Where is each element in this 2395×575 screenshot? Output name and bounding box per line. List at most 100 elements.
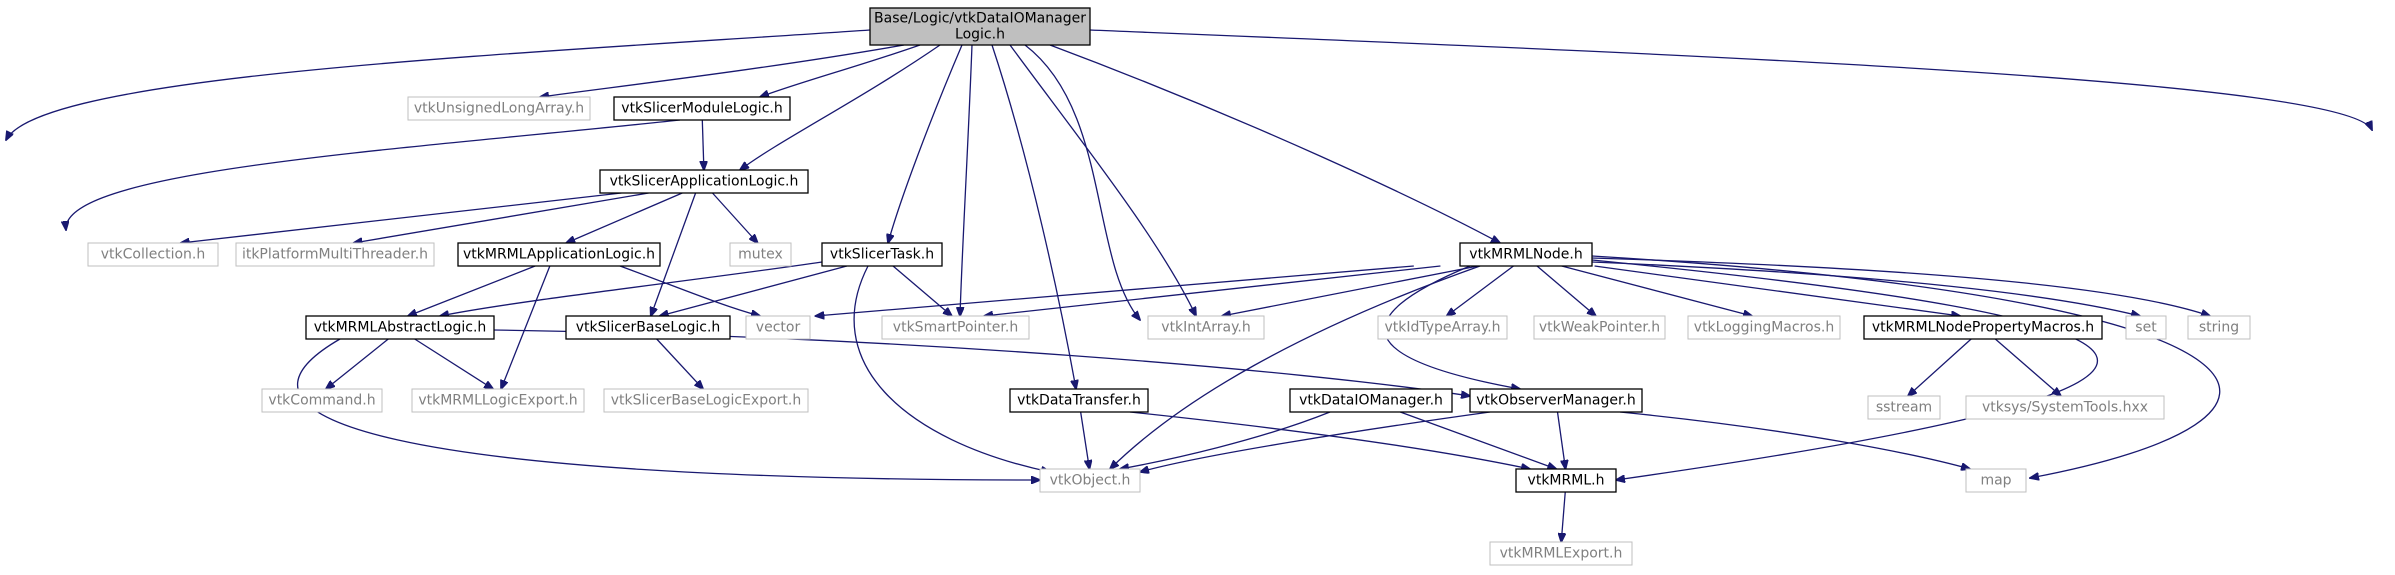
edge-vtkMRML-to-vtkMRMLExport bbox=[1561, 491, 1565, 542]
node-box bbox=[411, 388, 585, 413]
node-vtkObserverManager[interactable]: vtkObserverManager.h bbox=[1469, 388, 1643, 413]
node-box bbox=[869, 7, 1091, 46]
node-box bbox=[305, 315, 495, 340]
edge-vtkSlicerApplicationLogic-to-mutex bbox=[711, 192, 757, 243]
node-box bbox=[1289, 388, 1453, 413]
node-label: vtkMRML.h bbox=[1528, 473, 1605, 489]
edge-vtkMRMLNode-to-vtkMRML bbox=[1591, 259, 2098, 480]
node-label: vtkMRMLNode.h bbox=[1469, 247, 1582, 263]
node-vtkMRMLAbstractLogic[interactable]: vtkMRMLAbstractLogic.h bbox=[305, 315, 495, 340]
node-label: vtkCollection.h bbox=[101, 247, 205, 263]
edge-vtkMRMLApplicationLogic-to-vector bbox=[619, 265, 760, 316]
edge-vtkMRMLNode-to-vtkIntArray bbox=[1222, 265, 1479, 316]
node-box bbox=[603, 388, 809, 413]
node-vtkCommand: vtkCommand.h bbox=[261, 388, 383, 413]
node-box bbox=[2125, 315, 2167, 340]
edge-vtkMRMLAbstractLogic-to-vtkCommand bbox=[326, 338, 389, 389]
node-vtkIntArray: vtkIntArray.h bbox=[1147, 315, 1265, 340]
edge-root-to-vtkSlicerApplicationLogic bbox=[740, 44, 941, 170]
node-vtkSlicerTask[interactable]: vtkSlicerTask.h bbox=[821, 242, 943, 267]
edge-vtkSlicerApplicationLogic-to-vtkCollection bbox=[181, 192, 622, 243]
node-label: Logic.h bbox=[955, 27, 1005, 43]
node-vtkMRML[interactable]: vtkMRML.h bbox=[1515, 468, 1617, 493]
node-vtkSlicerBaseLogic[interactable]: vtkSlicerBaseLogic.h bbox=[565, 315, 731, 340]
node-vtkSlicerApplicationLogic[interactable]: vtkSlicerApplicationLogic.h bbox=[599, 169, 809, 194]
node-label: vtkMRMLAbstractLogic.h bbox=[314, 320, 487, 336]
edge-vtkMRMLApplicationLogic-to-vtkMRMLAbstractLogic bbox=[408, 265, 536, 316]
node-label: vtkLoggingMacros.h bbox=[1694, 320, 1834, 336]
node-label: sstream bbox=[1876, 400, 1932, 416]
node-label: vtkSlicerBaseLogicExport.h bbox=[611, 393, 801, 409]
node-box bbox=[1469, 388, 1643, 413]
node-box bbox=[407, 96, 591, 121]
node-mutex: mutex bbox=[729, 242, 792, 267]
node-set: set bbox=[2125, 315, 2167, 340]
edge-root-to-vtkMRMLNode bbox=[1049, 44, 1500, 243]
node-label: set bbox=[2135, 320, 2157, 336]
node-vtkMRMLExport: vtkMRMLExport.h bbox=[1489, 541, 1633, 566]
edge-root-to-vtkDataTransfer bbox=[991, 44, 1076, 389]
node-label: vtkSlicerBaseLogic.h bbox=[576, 320, 721, 336]
node-vtkWeakPointer: vtkWeakPointer.h bbox=[1533, 315, 1666, 340]
node-vtkSlicerBaseLogicExport: vtkSlicerBaseLogicExport.h bbox=[603, 388, 809, 413]
edge-vtkSlicerTask-to-vtkSlicerBaseLogic bbox=[660, 265, 848, 316]
edge-vtkMRMLNode-to-set bbox=[1591, 261, 2140, 316]
node-box bbox=[1459, 242, 1593, 267]
node-vtkObject: vtkObject.h bbox=[1039, 468, 1141, 493]
edge-root-to-vtkUnsignedLongArray bbox=[540, 44, 905, 97]
edge-vtkMRMLNode-to-vtkSmartPointer bbox=[984, 265, 1441, 316]
edge-vtkSlicerApplicationLogic-to-vtkMRMLApplicationLogic bbox=[566, 192, 683, 243]
node-box bbox=[1009, 388, 1149, 413]
node-vtksysSystemTools: vtksys/SystemTools.hxx bbox=[1965, 395, 2165, 420]
node-label: Base/Logic/vtkDataIOManager bbox=[874, 11, 1086, 27]
node-label: vtkMRMLLogicExport.h bbox=[418, 393, 577, 409]
node-box bbox=[1489, 541, 1633, 566]
edge-vtkMRMLApplicationLogic-to-vtkMRMLLogicExport bbox=[501, 265, 551, 389]
node-label: vtkMRMLNodePropertyMacros.h bbox=[1872, 320, 2094, 336]
edge-root-to-vtkMRML bbox=[1089, 29, 2372, 130]
edge-vtkDataTransfer-to-vtkObject bbox=[1080, 411, 1090, 469]
edge-vtkMRMLAbstractLogic-to-vtkObserverManager bbox=[493, 329, 1470, 396]
node-label: vtkMRMLExport.h bbox=[1500, 546, 1623, 562]
node-box bbox=[1965, 468, 2027, 493]
node-vtkCollection: vtkCollection.h bbox=[87, 242, 219, 267]
edge-vtkMRMLNode-to-vtkIdTypeArray bbox=[1447, 265, 1514, 316]
node-vtkMRMLNode[interactable]: vtkMRMLNode.h bbox=[1459, 242, 1593, 267]
node-box bbox=[729, 242, 792, 267]
node-label: vtkMRMLApplicationLogic.h bbox=[463, 247, 655, 263]
edge-vtkSlicerApplicationLogic-to-itkPlatformMultiThreader bbox=[353, 192, 649, 243]
node-vtkDataIOManager[interactable]: vtkDataIOManager.h bbox=[1289, 388, 1453, 413]
node-vtkLoggingMacros: vtkLoggingMacros.h bbox=[1687, 315, 1841, 340]
node-vtkSlicerModuleLogic[interactable]: vtkSlicerModuleLogic.h bbox=[613, 96, 791, 121]
edge-vtkDataIOManager-to-vtkMRML bbox=[1400, 411, 1556, 469]
node-box bbox=[2187, 315, 2251, 340]
node-label: vtksys/SystemTools.hxx bbox=[1982, 400, 2148, 416]
edge-vtkMRMLNode-to-string bbox=[1591, 257, 2210, 316]
edge-vtkDataTransfer-to-vtkMRML bbox=[1129, 411, 1530, 469]
edge-vtkMRMLNode-to-vtkWeakPointer bbox=[1536, 265, 1596, 316]
node-box bbox=[235, 242, 435, 267]
node-itkPlatformMultiThreader: itkPlatformMultiThreader.h bbox=[235, 242, 435, 267]
node-vtkMRMLNodePropertyMacros[interactable]: vtkMRMLNodePropertyMacros.h bbox=[1863, 315, 2103, 340]
node-label: vtkIntArray.h bbox=[1161, 320, 1250, 336]
node-label: vector bbox=[756, 320, 801, 336]
edge-vtkSlicerTask-to-vtkSmartPointer bbox=[892, 265, 952, 316]
node-label: mutex bbox=[738, 247, 783, 263]
edge-vtkSlicerApplicationLogic-to-vtkSlicerBaseLogic bbox=[651, 192, 697, 316]
node-box bbox=[745, 315, 811, 340]
edge-vtkObserverManager-to-map bbox=[1619, 411, 1970, 469]
node-label: vtkDataTransfer.h bbox=[1017, 393, 1141, 409]
node-box bbox=[1863, 315, 2103, 340]
node-label: vtkUnsignedLongArray.h bbox=[414, 101, 584, 117]
node-vtkMRMLApplicationLogic[interactable]: vtkMRMLApplicationLogic.h bbox=[457, 242, 661, 267]
node-label: itkPlatformMultiThreader.h bbox=[242, 247, 428, 263]
node-label: vtkWeakPointer.h bbox=[1539, 320, 1660, 336]
edge-vtkMRMLNode-to-map bbox=[1591, 255, 2221, 478]
edge-vtkSlicerTask-to-vtkObject bbox=[853, 265, 1050, 472]
edge-vtkMRMLNode-to-vtkMRMLNodePropertyMacros bbox=[1594, 265, 1961, 316]
node-vtkDataTransfer[interactable]: vtkDataTransfer.h bbox=[1009, 388, 1149, 413]
node-box bbox=[565, 315, 731, 340]
node-label: vtkSlicerTask.h bbox=[830, 247, 934, 263]
